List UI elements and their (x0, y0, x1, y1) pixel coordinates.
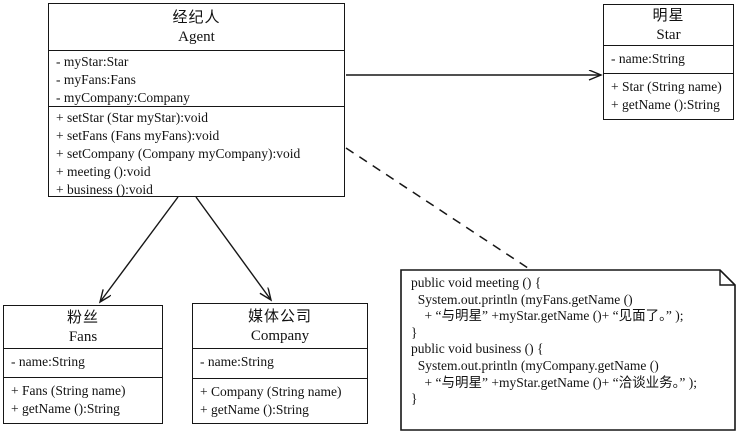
attribute-line: - myFans:Fans (56, 72, 136, 87)
methods-compartment: + Star (String name) + getName ():String (604, 73, 733, 119)
code-line: public void meeting () { (411, 275, 542, 290)
class-box-star: 明星 Star - name:String + Star (String nam… (603, 4, 734, 120)
class-title-fans: 粉丝 Fans (4, 306, 162, 348)
class-title-agent: 经纪人 Agent (49, 4, 344, 50)
class-name-en: Fans (68, 328, 98, 345)
class-name-cn: 明星 (652, 7, 685, 24)
attribute-line: - myStar:Star (56, 54, 129, 69)
attribute-line: - myCompany:Company (56, 90, 190, 105)
code-line: + “与明星” +myStar.getName ()+ “见面了。” ); (411, 308, 684, 324)
class-name-en: Company (250, 327, 310, 344)
class-name-cn: 经纪人 (172, 9, 221, 26)
class-name-cn: 媒体公司 (247, 308, 312, 325)
attribute-line: - name:String (11, 354, 85, 369)
methods-compartment: + setStar (Star myStar):void + setFans (… (49, 106, 344, 196)
method-line: + business ():void (56, 182, 153, 196)
attributes-compartment: - name:String (4, 348, 162, 377)
method-line: + Fans (String name) (11, 383, 126, 398)
attributes-compartment: - myStar:Star - myFans:Fans - myCompany:… (49, 50, 344, 106)
class-box-fans: 粉丝 Fans - name:String + Fans (String nam… (3, 305, 163, 424)
class-box-company: 媒体公司 Company - name:String + Company (St… (192, 303, 368, 424)
class-title-company: 媒体公司 Company (193, 304, 367, 348)
attribute-line: - name:String (200, 354, 274, 369)
code-line: } (411, 391, 418, 407)
attribute-line: - name:String (611, 51, 685, 66)
attributes-compartment: - name:String (193, 348, 367, 378)
class-name-en: Agent (178, 28, 215, 45)
methods-compartment: + Company (String name) + getName ():Str… (193, 378, 367, 423)
method-line: + getName ():String (611, 97, 720, 112)
association-agent-fans (100, 196, 179, 302)
methods-compartment: + Fans (String name) + getName ():String (4, 377, 162, 423)
code-line: System.out.println (myFans.getName () (411, 291, 633, 307)
code-line: public void business () { (411, 341, 544, 357)
method-line: + getName ():String (11, 401, 120, 416)
method-line: + Company (String name) (200, 384, 342, 399)
note-anchor-dashed-line (345, 147, 532, 271)
class-title-star: 明星 Star (604, 5, 733, 45)
note-fold-corner (719, 270, 735, 286)
code-note: public void meeting () { System.out.prin… (401, 270, 735, 430)
association-agent-company (195, 196, 271, 300)
method-line: + setStar (Star myStar):void (56, 110, 208, 125)
code-line: + “与明星” +myStar.getName ()+ “洽谈业务。” ); (411, 374, 698, 390)
code-line: System.out.println (myCompany.getName () (411, 357, 659, 373)
class-name-en: Star (656, 26, 681, 43)
method-line: + meeting ():void (56, 164, 151, 179)
method-line: + setCompany (Company myCompany):void (56, 146, 301, 161)
method-line: + getName ():String (200, 402, 309, 417)
class-name-cn: 粉丝 (66, 309, 99, 326)
note-shape (400, 269, 736, 431)
code-line: } (411, 324, 418, 340)
method-line: + Star (String name) (611, 79, 722, 94)
attributes-compartment: - name:String (604, 45, 733, 73)
method-line: + setFans (Fans myFans):void (56, 128, 220, 143)
class-box-agent: 经纪人 Agent - myStar:Star - myFans:Fans - … (48, 3, 345, 197)
